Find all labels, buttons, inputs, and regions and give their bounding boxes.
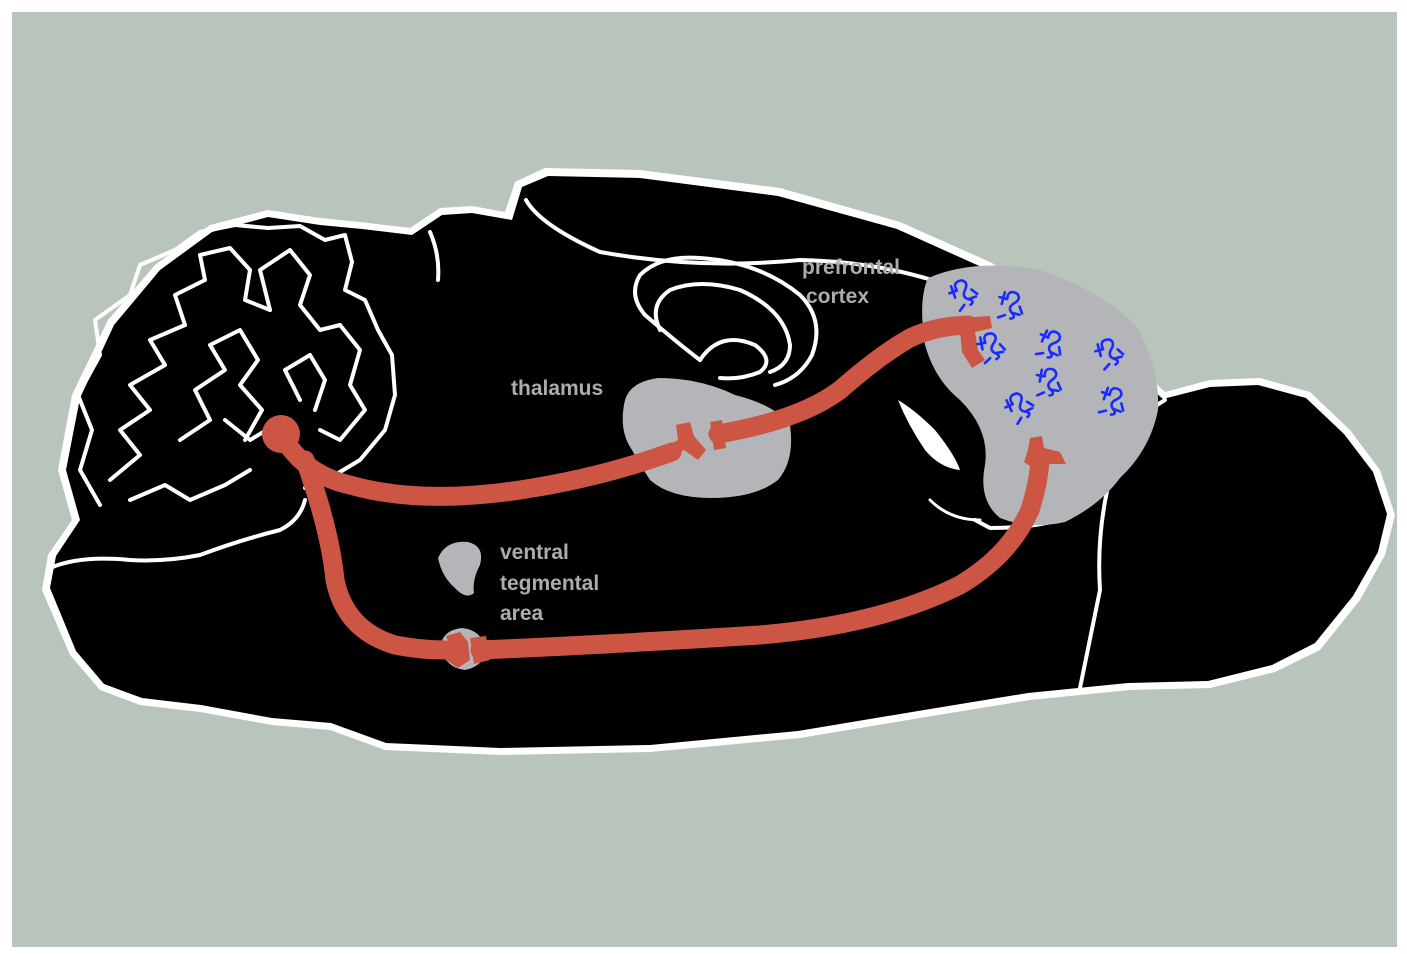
prefrontal-cortex-label-line-1: prefrontal — [802, 256, 900, 279]
vta-label-line-2: tegmental — [500, 572, 599, 595]
vta-label-line-1: ventral — [500, 541, 569, 564]
vta-label-line-3: area — [500, 602, 544, 625]
prefrontal-cortex-label-line-2: cortex — [806, 285, 869, 308]
thalamus-label: thalamus — [511, 377, 603, 400]
cerebellar-nucleus — [262, 415, 300, 453]
